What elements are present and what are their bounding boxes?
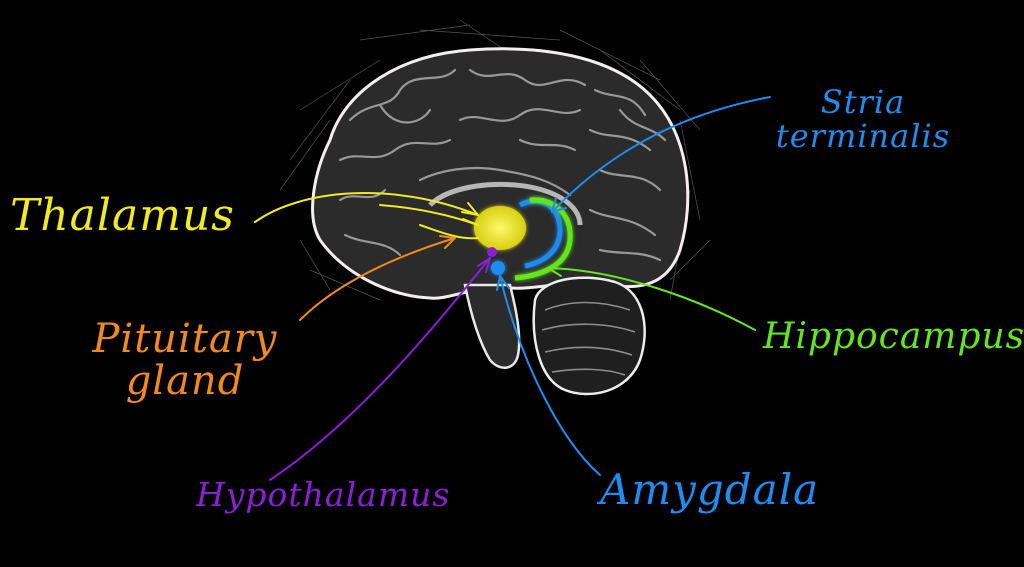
pointer-arrows: [254, 96, 771, 481]
pituitary-label-line2: gland: [125, 358, 245, 404]
stria-terminalis-label: Stria terminalis: [768, 83, 958, 155]
gyri-texture: [338, 68, 667, 262]
amygdala-shape: [491, 261, 505, 275]
sketch-lines: [279, 19, 711, 301]
hippocampus-shape: [514, 197, 573, 281]
brainstem: [463, 283, 521, 369]
hippocampus-label-text: Hippocampus: [763, 316, 1024, 357]
cerebellum-folia: [541, 301, 636, 376]
corpus-callosum: [428, 181, 583, 226]
stria-label-line2: terminalis: [775, 116, 951, 155]
pituitary-gland-label: Pituitary gland: [70, 318, 300, 402]
cerebellum: [532, 276, 646, 396]
amygdala-label-text: Amygdala: [600, 465, 820, 514]
cerebrum: [311, 47, 690, 300]
amygdala-label: Amygdala: [600, 465, 820, 514]
stria-label-line1: Stria: [820, 83, 906, 121]
hypothalamus-shape: [487, 247, 497, 257]
thalamus-label-text: Thalamus: [10, 190, 235, 241]
thalamus-label: Thalamus: [10, 190, 235, 241]
hypothalamus-label-text: Hypothalamus: [196, 475, 451, 514]
thalamus-shape: [474, 206, 526, 250]
pituitary-label-line1: Pituitary: [92, 316, 278, 362]
hippocampus-label: Hippocampus: [763, 318, 1024, 356]
hypothalamus-label: Hypothalamus: [196, 475, 451, 514]
